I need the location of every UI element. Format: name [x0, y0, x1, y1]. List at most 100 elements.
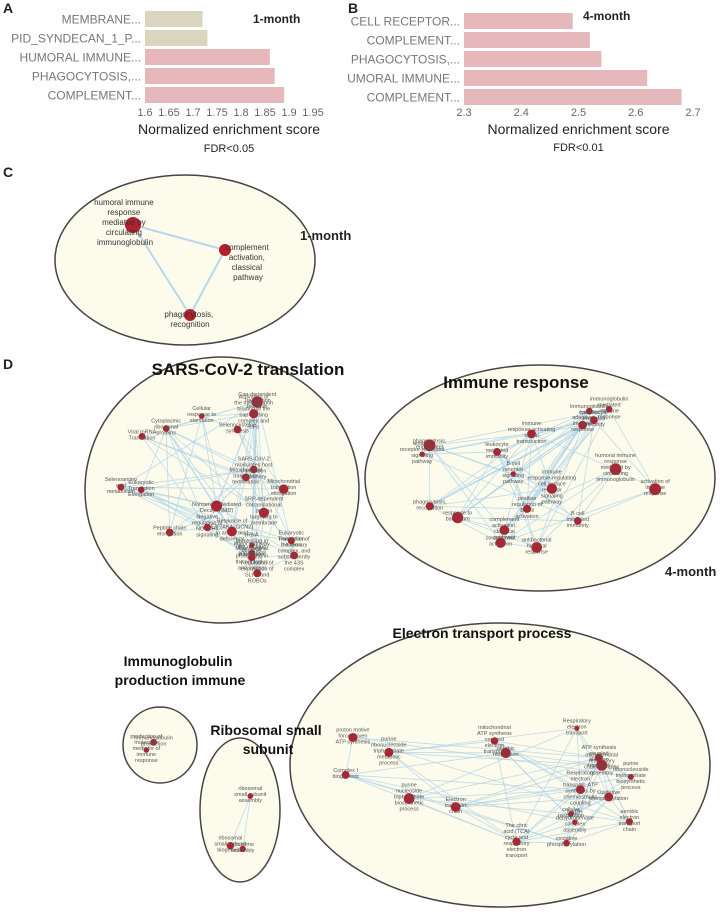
node[interactable]: [253, 569, 262, 578]
tick-label: 1.6: [137, 107, 152, 119]
node[interactable]: [523, 504, 532, 513]
node[interactable]: [495, 537, 506, 548]
node[interactable]: [184, 309, 196, 321]
node[interactable]: [233, 425, 242, 434]
node[interactable]: [210, 500, 223, 512]
node[interactable]: [578, 420, 587, 430]
node[interactable]: [348, 732, 358, 742]
node[interactable]: [568, 810, 574, 817]
edge: [570, 813, 630, 823]
node[interactable]: [150, 739, 157, 746]
node[interactable]: [609, 463, 622, 475]
edge: [408, 727, 577, 800]
node[interactable]: [596, 759, 608, 771]
node[interactable]: [649, 483, 662, 496]
node[interactable]: [627, 773, 634, 780]
edge: [230, 795, 251, 846]
node[interactable]: [287, 537, 295, 545]
network-c-cluster: [54, 174, 316, 346]
edge: [536, 424, 583, 548]
node[interactable]: [490, 737, 499, 745]
node[interactable]: [450, 802, 461, 812]
node[interactable]: [249, 542, 255, 548]
node[interactable]: [500, 747, 511, 759]
panel-letter-a: A: [3, 0, 14, 16]
node[interactable]: [573, 517, 582, 525]
node[interactable]: [419, 451, 425, 457]
node[interactable]: [226, 842, 235, 850]
node[interactable]: [576, 785, 585, 795]
edge: [500, 433, 532, 543]
node[interactable]: [625, 818, 633, 826]
edge: [429, 445, 505, 531]
node[interactable]: [251, 396, 263, 408]
node[interactable]: [403, 793, 415, 804]
node[interactable]: [563, 839, 570, 847]
node[interactable]: [226, 526, 237, 537]
edge: [251, 512, 265, 546]
node[interactable]: [239, 845, 246, 853]
node[interactable]: [546, 483, 558, 494]
node[interactable]: [143, 747, 150, 753]
node[interactable]: [290, 551, 298, 560]
category-label: B CELL RECEPTOR...: [348, 14, 460, 28]
node[interactable]: [125, 217, 141, 233]
node[interactable]: [242, 473, 250, 482]
node[interactable]: [117, 483, 125, 491]
node[interactable]: [249, 465, 258, 474]
node[interactable]: [527, 429, 536, 439]
node[interactable]: [278, 484, 289, 494]
node[interactable]: [512, 837, 521, 846]
node[interactable]: [425, 502, 434, 511]
node[interactable]: [203, 523, 211, 532]
node[interactable]: [138, 432, 146, 440]
node[interactable]: [219, 244, 231, 256]
node[interactable]: [423, 439, 436, 452]
node[interactable]: [604, 792, 614, 802]
node[interactable]: [493, 448, 501, 456]
edge: [169, 416, 203, 533]
node[interactable]: [510, 471, 516, 477]
node[interactable]: [585, 407, 593, 415]
node[interactable]: [572, 819, 578, 825]
edge: [251, 401, 258, 546]
edge: [551, 419, 595, 489]
node[interactable]: [165, 528, 174, 537]
edge: [500, 488, 656, 544]
node[interactable]: [162, 425, 170, 432]
edge: [141, 436, 284, 490]
node[interactable]: [248, 553, 256, 562]
edge: [237, 429, 255, 470]
node[interactable]: [384, 747, 394, 757]
node[interactable]: [258, 507, 269, 518]
edge: [140, 489, 253, 558]
edge: [504, 424, 583, 531]
node[interactable]: [198, 413, 205, 419]
node[interactable]: [531, 542, 543, 553]
node[interactable]: [247, 793, 254, 799]
node[interactable]: [341, 770, 350, 779]
edge: [494, 740, 609, 798]
node[interactable]: [249, 409, 259, 419]
node[interactable]: [137, 486, 145, 494]
edge: [256, 401, 265, 513]
node[interactable]: [589, 416, 598, 425]
node[interactable]: [594, 753, 603, 762]
node[interactable]: [499, 525, 510, 535]
edge: [457, 517, 578, 522]
edge: [165, 428, 253, 546]
node[interactable]: [452, 512, 464, 524]
node[interactable]: [605, 406, 613, 413]
edge: [141, 436, 208, 528]
node[interactable]: [574, 725, 580, 731]
